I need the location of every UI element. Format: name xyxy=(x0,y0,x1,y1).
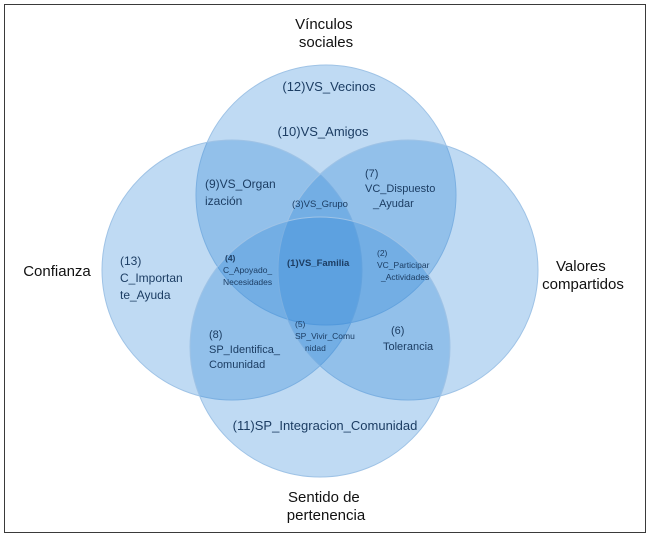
region-tolerancia: (6) Tolerancia xyxy=(383,325,434,353)
circle-valores-compartidos xyxy=(277,139,539,401)
circle-sentido-pertenencia xyxy=(189,216,451,478)
region-vs-vecinos: (12)VS_Vecinos xyxy=(282,79,376,94)
circle-vinculos-sociales xyxy=(195,64,457,326)
venn-diagram-frame: Vínculos sociales Confianza Valores comp… xyxy=(4,4,646,533)
region-vc-participar-actividades: (2) VC_Participar _Actividades xyxy=(377,248,432,282)
circle-confianza xyxy=(101,139,363,401)
region-sp-integracion-comunidad: (11)SP_Integracion_Comunidad xyxy=(233,418,418,433)
label-vinculos-sociales: Vínculos sociales xyxy=(295,16,357,51)
region-vc-dispuesto-ayudar: (7) VC_Dispuesto _Ayudar xyxy=(365,168,438,210)
region-c-apoyado-necesidades: (4) C_Apoyado_ Necesidades xyxy=(223,253,275,287)
venn-diagram: Vínculos sociales Confianza Valores comp… xyxy=(23,16,624,524)
region-sp-vivir-comunidad: (5) SP_Vivir_Comu nidad xyxy=(295,319,357,353)
region-vs-organizacion: (9)VS_Organ ización xyxy=(205,177,279,208)
region-c-importante-ayuda: (13) C_Importan te_Ayuda xyxy=(120,254,186,302)
label-valores-compartidos: Valores compartidos xyxy=(542,258,624,293)
region-vs-grupo: (3)VS_Grupo xyxy=(292,199,348,210)
label-sentido-pertenencia: Sentido de pertenencia xyxy=(287,489,366,524)
region-vs-familia: (1)VS_Familia xyxy=(287,258,350,269)
region-sp-identifica-comunidad: (8) SP_Identifica_ Comunidad xyxy=(209,329,283,371)
label-confianza: Confianza xyxy=(23,263,91,280)
region-vs-amigos: (10)VS_Amigos xyxy=(277,124,369,139)
